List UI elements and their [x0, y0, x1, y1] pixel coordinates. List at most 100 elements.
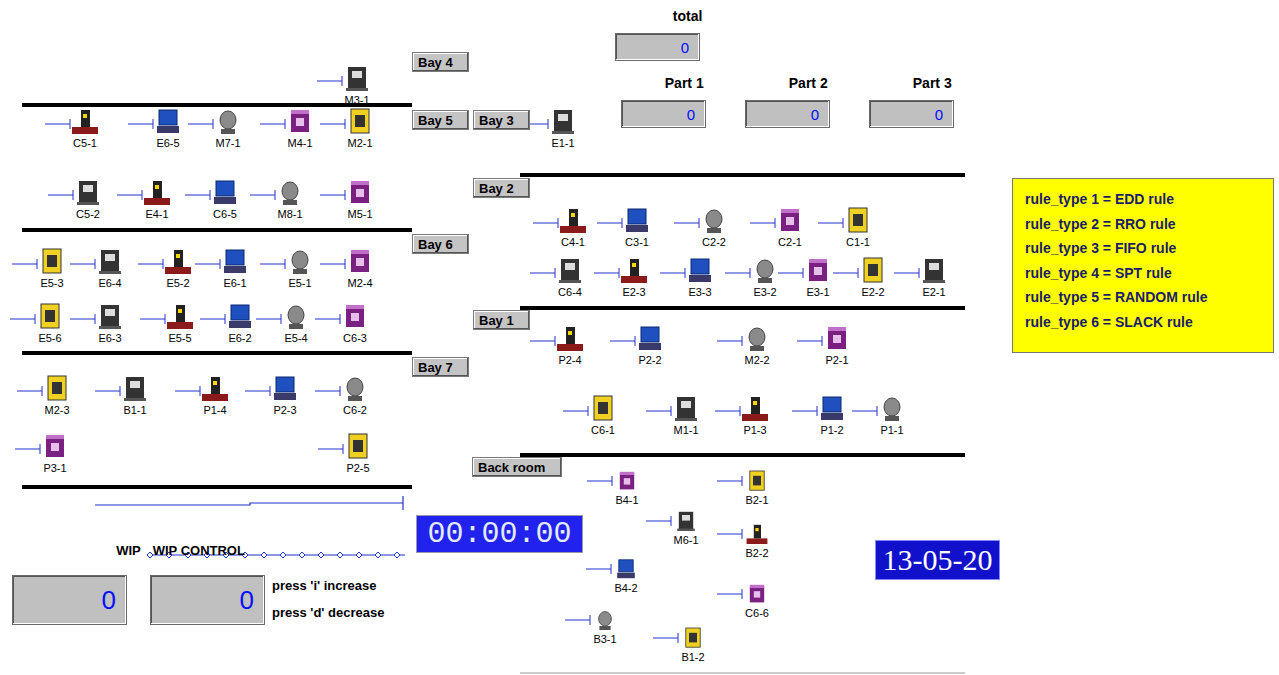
machine-label: C3-1 [625, 236, 649, 248]
machine-label: P1-2 [820, 424, 843, 436]
key-hint: press 'i' increase [272, 578, 376, 593]
machine-label: C6-5 [213, 208, 237, 220]
bay-label-text: Bay 2 [479, 181, 524, 196]
machine-label: P1-3 [743, 424, 766, 436]
counter-value: 0 [102, 585, 116, 616]
machine-icon [351, 109, 369, 133]
machine-label: P2-5 [346, 462, 369, 474]
machine-label: E5-4 [284, 332, 307, 344]
machine-icon [923, 259, 945, 283]
machine-icon [157, 110, 179, 133]
clock-display-text: 00:00:00 [427, 517, 571, 551]
counter-box: Part 10 [621, 100, 706, 128]
machine-label: M1-1 [673, 424, 698, 436]
machine-icon [202, 377, 228, 401]
machine-label: C5-1 [73, 137, 97, 149]
machine-label: E1-1 [551, 137, 574, 149]
machine-label: C1-1 [846, 236, 870, 248]
machine-icon [144, 181, 170, 205]
machine-label: M2-2 [744, 354, 769, 366]
machine-label: C2-2 [702, 236, 726, 248]
machine-label: B1-1 [123, 404, 146, 416]
rule-line: rule_type 1 = EDD rule [1025, 187, 1261, 212]
machine-icon [639, 327, 661, 350]
bay-label: Bay 4 [412, 52, 469, 72]
bay-label-text: Bay 6 [418, 237, 463, 252]
machine-icon [274, 377, 296, 400]
machine-icon [706, 210, 722, 233]
machine-label: E3-2 [753, 286, 776, 298]
machine-label: C4-1 [561, 236, 585, 248]
bay-label-text: Bay 5 [418, 113, 463, 128]
machine-label: E2-2 [861, 286, 884, 298]
wip-box: WIP0 [12, 575, 127, 625]
bay-label-text: Bay 7 [418, 360, 463, 375]
floor-edge [520, 673, 965, 674]
bay-label: Bay 6 [412, 234, 469, 254]
machine-icon [291, 110, 309, 132]
machine-icon [351, 181, 369, 203]
machine-icon [165, 250, 191, 274]
machine-icon [292, 251, 308, 274]
machine-label: P2-3 [273, 404, 296, 416]
machine-icon [884, 398, 900, 421]
machine-label: E5-6 [38, 332, 61, 344]
machine-icon [621, 259, 647, 283]
rule-line: rule_type 2 = RRO rule [1025, 212, 1261, 237]
machine-icon [620, 472, 634, 490]
rule-box: rule_type 1 = EDD rulerule_type 2 = RRO … [1012, 178, 1274, 353]
conveyor-line [95, 496, 405, 555]
machine-icon [288, 306, 304, 329]
machine-icon [224, 250, 246, 273]
counter-value: 0 [935, 106, 943, 123]
counter-heading: Part 3 [913, 75, 952, 91]
machine-label: E2-3 [622, 286, 645, 298]
machine-icon [689, 259, 711, 282]
bay-label-text: Bay 3 [479, 113, 524, 128]
bay-label: Bay 5 [412, 110, 469, 130]
bay-label-text: Bay 1 [479, 313, 524, 328]
clock-display: 00:00:00 [416, 515, 583, 553]
machine-label: B1-2 [681, 651, 704, 663]
machine-icon [48, 376, 66, 400]
machine-icon [214, 181, 236, 204]
machine-label: B3-1 [593, 633, 616, 645]
wip-box: WIP CONTROL0 [150, 575, 265, 625]
rule-line: rule_type 5 = RANDOM rule [1025, 285, 1261, 310]
machine-icon [346, 305, 364, 327]
machine-label: C6-6 [745, 607, 769, 619]
machine-icon [599, 612, 612, 630]
machine-label: B4-1 [615, 494, 638, 506]
date-display-text: 13-05-20 [883, 543, 993, 577]
counter-box: Part 30 [869, 100, 954, 128]
machine-label: E6-5 [156, 137, 179, 149]
machine-icon [560, 209, 586, 233]
machine-label: M2-1 [347, 137, 372, 149]
rule-line: rule_type 4 = SPT rule [1025, 261, 1261, 286]
machine-label: M7-1 [215, 137, 240, 149]
machine-label: E5-2 [166, 277, 189, 289]
machine-icon [557, 327, 583, 351]
bay-label: Back room [472, 457, 562, 477]
machine-icon [41, 304, 59, 328]
machine-label: C5-2 [76, 208, 100, 220]
machine-icon [77, 181, 99, 205]
machine-label: E5-3 [40, 277, 63, 289]
rule-line: rule_type 6 = SLACK rule [1025, 310, 1261, 335]
machine-label: M6-1 [673, 534, 698, 546]
machine-label: E5-5 [168, 332, 191, 344]
machine-icon [747, 525, 768, 544]
counter-value: 0 [681, 39, 689, 56]
machine-label: P2-1 [825, 354, 848, 366]
machine-icon [552, 110, 574, 134]
machine-label: C2-1 [778, 236, 802, 248]
machine-icon [43, 249, 61, 273]
machine-label: E6-1 [223, 277, 246, 289]
machine-icon [351, 250, 369, 272]
bay-divider [22, 105, 965, 487]
machine-label: B2-1 [745, 494, 768, 506]
machine-label: E2-1 [922, 286, 945, 298]
bay-label-text: Bay 4 [418, 55, 463, 70]
machine-icon [617, 560, 635, 578]
bay-label: Bay 7 [412, 357, 469, 377]
